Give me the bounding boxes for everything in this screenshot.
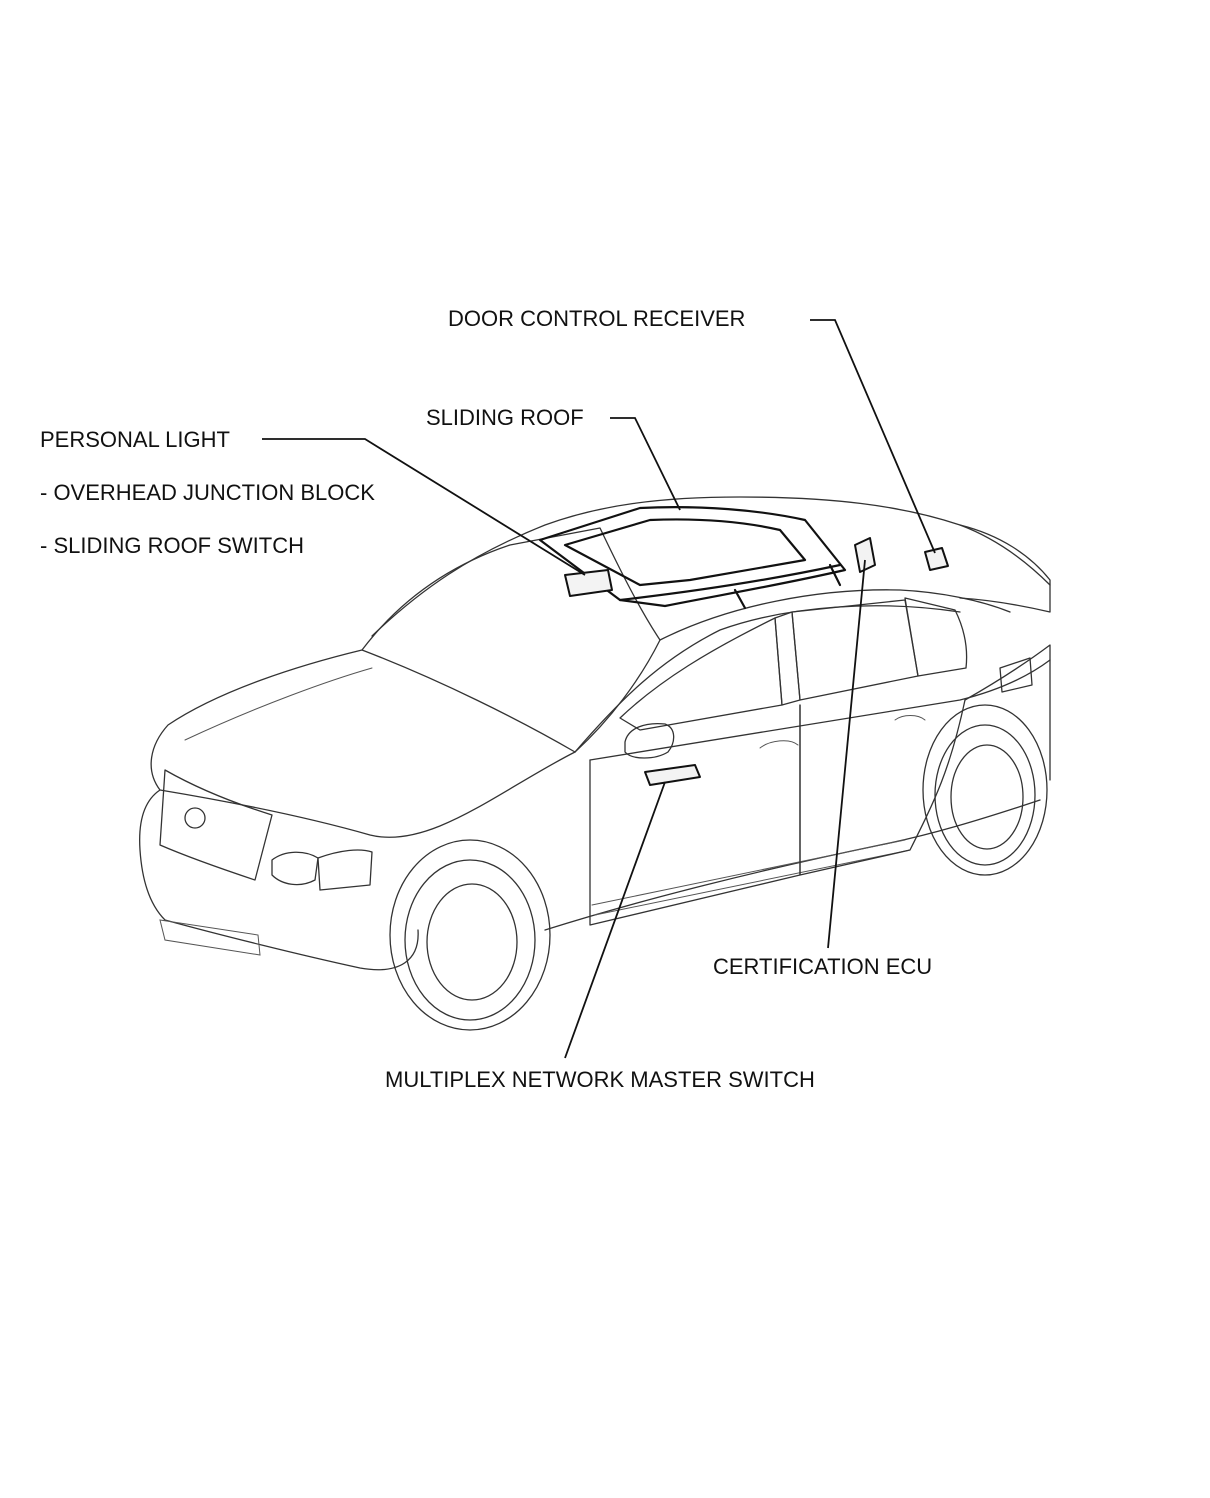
leader-door-control-receiver [810,319,936,554]
leader-certification-ecu [827,559,866,949]
side-mirror [624,722,675,759]
door-belt-line [589,659,1051,761]
front-rim [426,883,518,1001]
roof-side-line [574,605,961,753]
label-overhead-junction-block: - OVERHEAD JUNCTION BLOCK [40,480,375,505]
fuel-door [999,657,1033,693]
leader-personal-light [262,438,586,576]
front-door [589,704,801,926]
roof-rear-line [659,589,1011,641]
sliding-roof-bracket [733,588,747,610]
labels: DOOR CONTROL RECEIVER SLIDING ROOF PERSO… [40,306,932,1092]
label-sliding-roof: SLIDING ROOF [426,405,584,430]
rear-quarter [964,644,1051,781]
sliding-roof-bracket-2 [828,563,842,587]
sliding-roof-frame [538,506,847,608]
grille-emblem [184,807,206,829]
grille [159,769,273,881]
rear-rim [950,744,1024,850]
hood-crease [184,667,373,741]
rocker-line-2 [591,839,906,906]
overhead-junction-block [564,569,613,597]
label-certification-ecu: CERTIFICATION ECU [713,954,932,979]
label-personal-light: PERSONAL LIGHT [40,427,230,452]
label-sliding-roof-switch: - SLIDING ROOF SWITCH [40,533,304,558]
b-pillar [774,611,801,706]
leader-multiplex-network-master-switch [564,781,666,1059]
certification-ecu-part [854,537,876,573]
multiplex-network-master-switch-part [644,764,701,786]
label-multiplex-network-master-switch: MULTIPLEX NETWORK MASTER SWITCH [385,1067,815,1092]
rear-door [799,699,966,876]
sliding-roof-assembly [538,506,847,610]
headlamp-right [317,849,373,891]
headlamp [271,851,319,886]
sliding-roof-glass [563,518,807,587]
rear-door-handle [894,715,926,721]
lower-grille [159,919,261,956]
front-wheel-arch [389,839,551,1031]
rear-door-window [791,599,919,701]
front-door-handle [759,740,799,749]
front-bumper [139,789,419,971]
rear-tire [934,724,1036,866]
rear-wheel-arch [922,704,1048,876]
sliding-roof-rail [618,563,842,602]
car-illustration [139,496,1051,1031]
hood [150,649,576,838]
front-tire [404,859,536,1021]
rear-window [904,597,968,677]
rocker-line [594,849,911,916]
door-control-receiver-part [924,547,949,571]
leader-sliding-roof [610,417,681,511]
windshield [361,527,661,753]
label-door-control-receiver: DOOR CONTROL RECEIVER [448,306,745,331]
front-door-window [619,617,783,731]
leader-lines [262,319,936,1059]
trunk [959,524,1051,613]
